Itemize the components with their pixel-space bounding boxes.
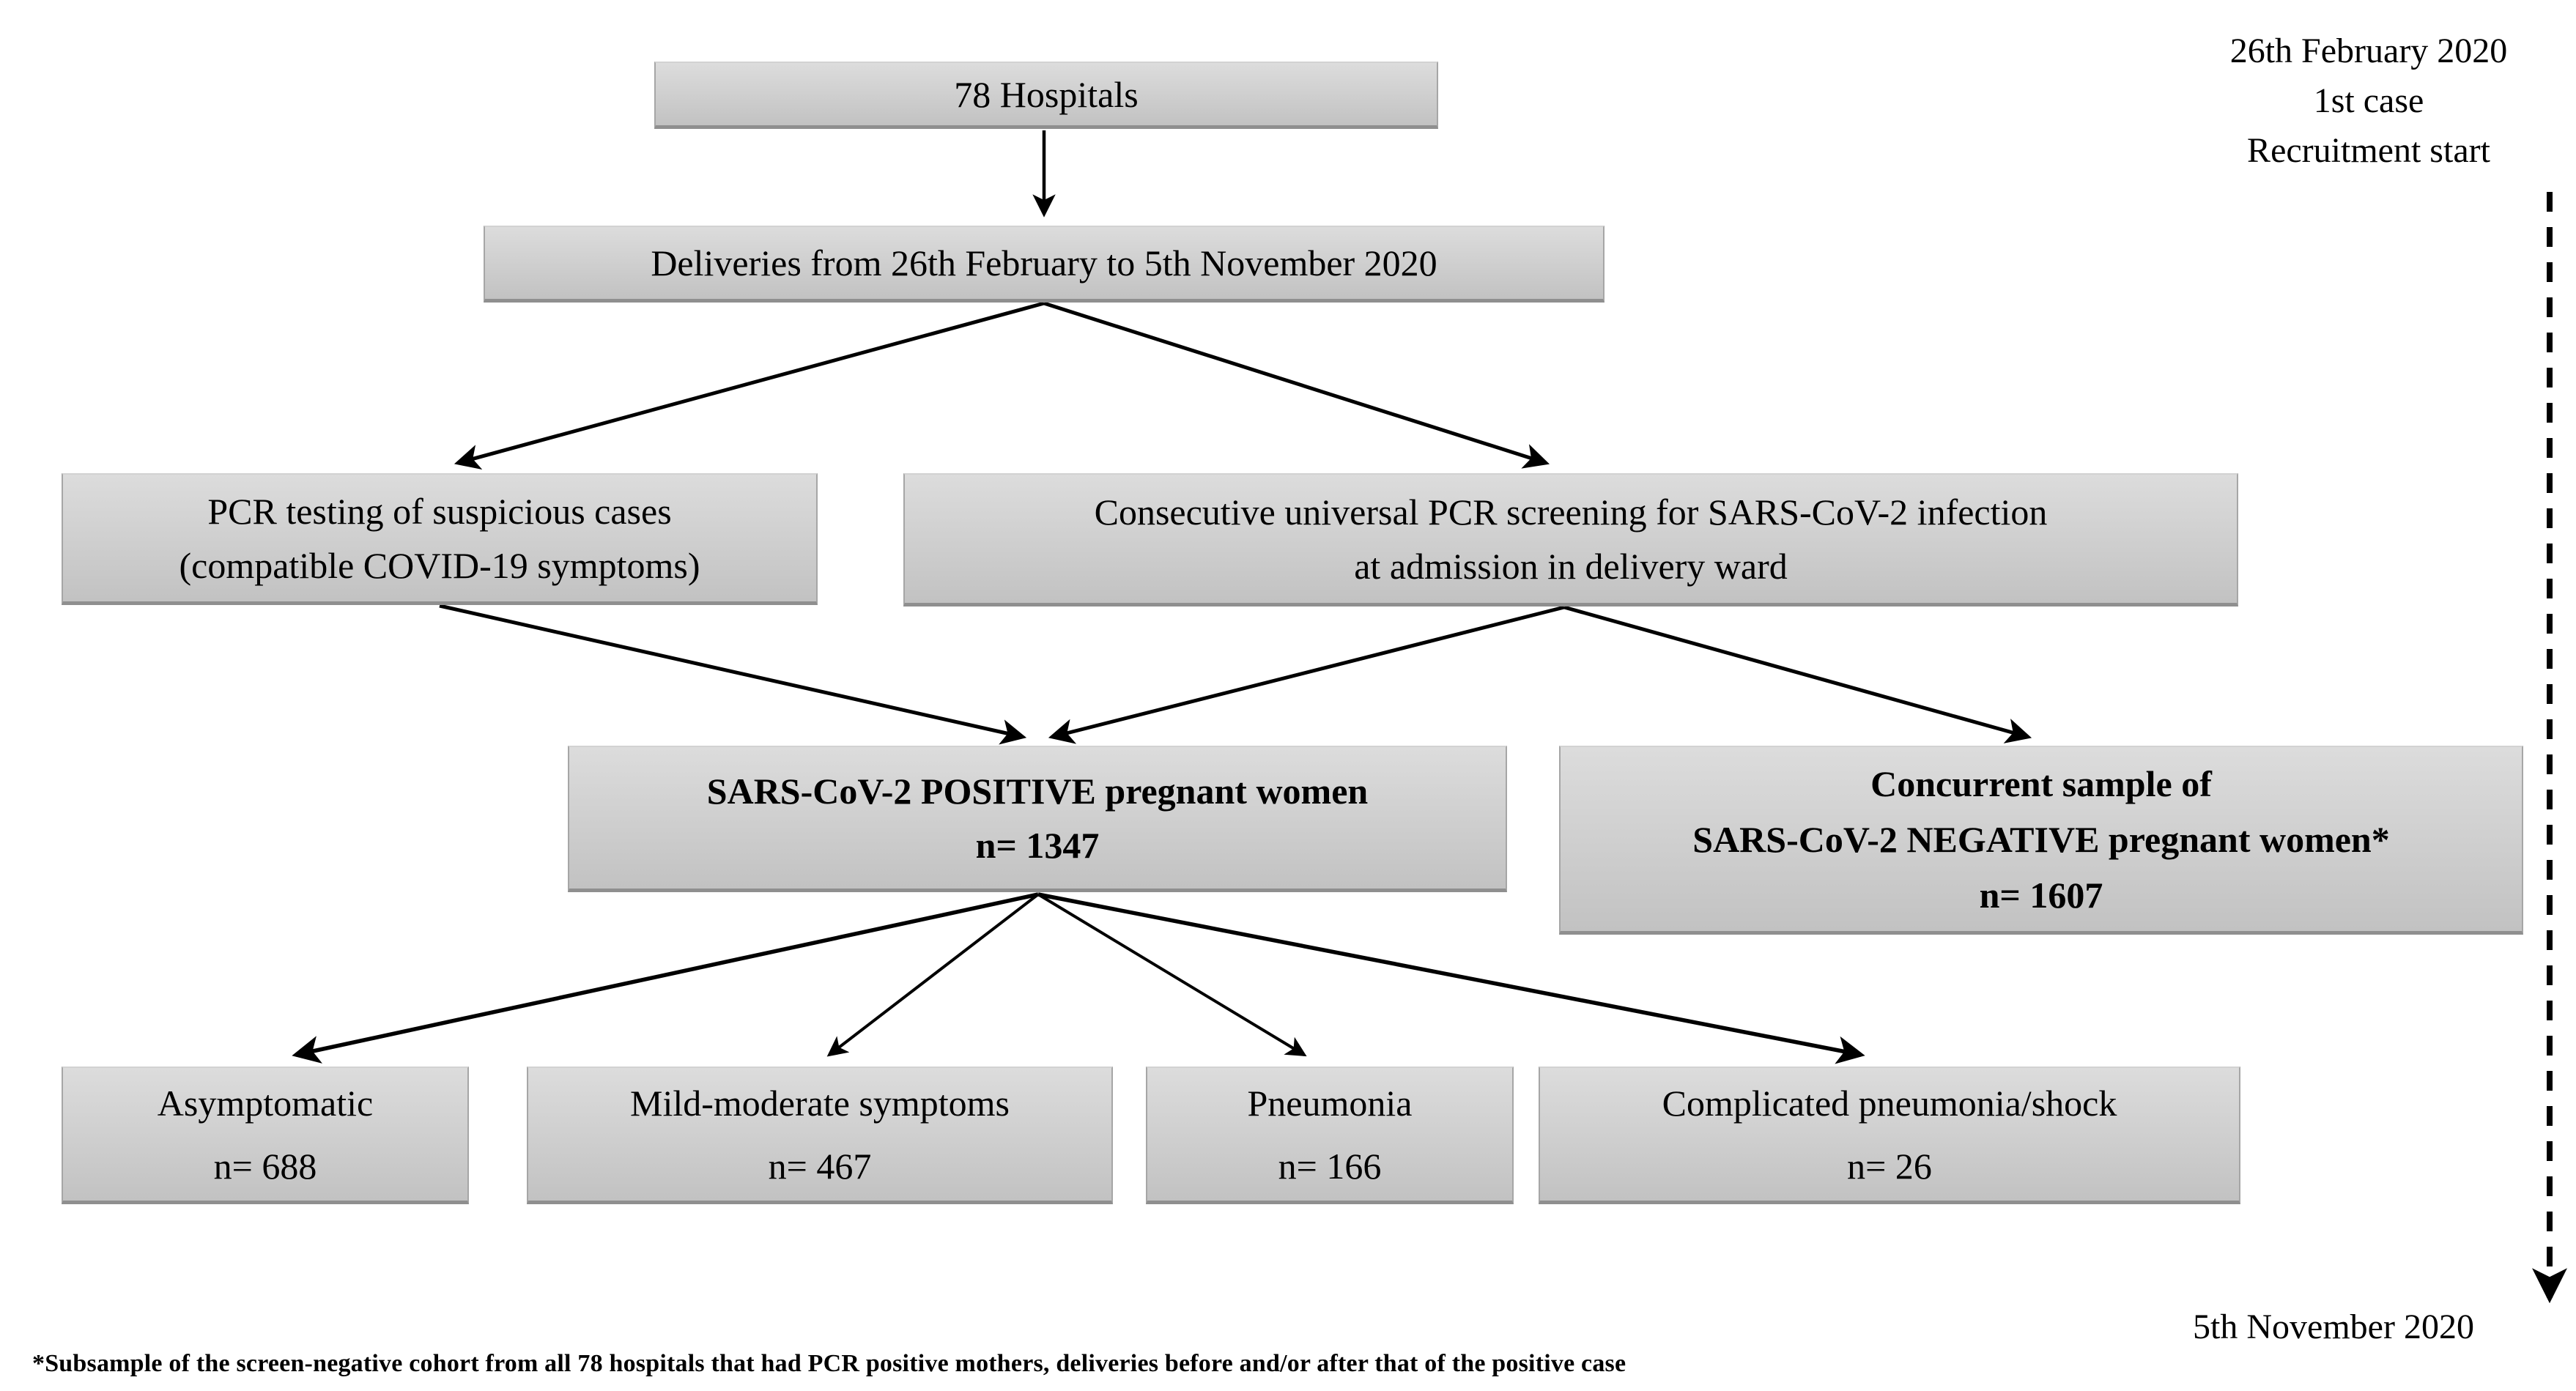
node-negative: Concurrent sample of SARS-CoV-2 NEGATIVE… — [1559, 746, 2523, 935]
node-asymptomatic-label: Asymptomatic — [157, 1082, 374, 1124]
timeline-end-date: 5th November 2020 — [2193, 1307, 2474, 1346]
arrow-universal-screening-to-negative — [1563, 605, 2032, 743]
node-pcr-testing-line2: (compatible COVID-19 symptoms) — [179, 544, 700, 586]
arrow-deliveries-to-universal-screening — [1043, 301, 1550, 469]
node-mild-moderate-label: Mild-moderate symptoms — [630, 1082, 1010, 1124]
node-positive-line1: SARS-CoV-2 POSITIVE pregnant women — [706, 770, 1369, 812]
node-complicated-count: n= 26 — [1847, 1145, 1932, 1187]
node-pneumonia: Pneumonia n= 166 — [1146, 1067, 1514, 1204]
node-deliveries: Deliveries from 26th February to 5th Nov… — [484, 226, 1605, 303]
node-hospitals: 78 Hospitals — [654, 62, 1438, 129]
node-universal-screening: Consecutive universal PCR screening for … — [903, 473, 2238, 607]
timeline-start-label: 26th February 2020 1st case Recruitment … — [2161, 26, 2576, 176]
node-negative-line2: SARS-CoV-2 NEGATIVE pregnant women* — [1692, 818, 2390, 860]
timeline-start-date: 26th February 2020 — [2229, 31, 2508, 70]
arrow-deliveries-to-pcr-testing — [454, 301, 1045, 470]
node-asymptomatic-count: n= 688 — [213, 1145, 317, 1187]
arrow-positive-to-pneumonia — [1037, 893, 1307, 1057]
arrow-positive-to-mild-moderate — [826, 893, 1040, 1057]
node-pcr-testing: PCR testing of suspicious cases (compati… — [62, 473, 818, 605]
timeline-start-recruitment: Recruitment start — [2247, 131, 2490, 171]
node-complicated: Complicated pneumonia/shock n= 26 — [1539, 1067, 2240, 1204]
node-hospitals-text: 78 Hospitals — [954, 73, 1139, 115]
node-deliveries-text: Deliveries from 26th February to 5th Nov… — [651, 242, 1437, 283]
node-negative-line1: Concurrent sample of — [1870, 763, 2212, 804]
arrow-universal-screening-to-positive — [1048, 605, 1565, 744]
timeline-start-case: 1st case — [2313, 81, 2424, 121]
arrow-positive-to-asymptomatic — [292, 892, 1039, 1064]
node-pcr-testing-line1: PCR testing of suspicious cases — [207, 490, 672, 532]
node-mild-moderate-count: n= 467 — [768, 1145, 872, 1187]
footnote: *Subsample of the screen-negative cohort… — [32, 1350, 1626, 1377]
node-complicated-label: Complicated pneumonia/shock — [1662, 1082, 2117, 1124]
node-universal-screening-line1: Consecutive universal PCR screening for … — [1094, 491, 2048, 533]
node-positive: SARS-CoV-2 POSITIVE pregnant women n= 13… — [568, 746, 1507, 892]
node-universal-screening-line2: at admission in delivery ward — [1354, 545, 1788, 587]
node-mild-moderate: Mild-moderate symptoms n= 467 — [527, 1067, 1113, 1204]
node-negative-count: n= 1607 — [1979, 874, 2103, 916]
arrow-pcr-testing-to-positive — [439, 604, 1027, 745]
node-pneumonia-label: Pneumonia — [1247, 1082, 1413, 1124]
node-pneumonia-count: n= 166 — [1278, 1145, 1382, 1187]
timeline-end-label: 5th November 2020 — [2128, 1302, 2539, 1352]
arrow-positive-to-complicated — [1037, 892, 1865, 1064]
node-asymptomatic: Asymptomatic n= 688 — [62, 1067, 469, 1204]
node-positive-count: n= 1347 — [975, 824, 1100, 866]
